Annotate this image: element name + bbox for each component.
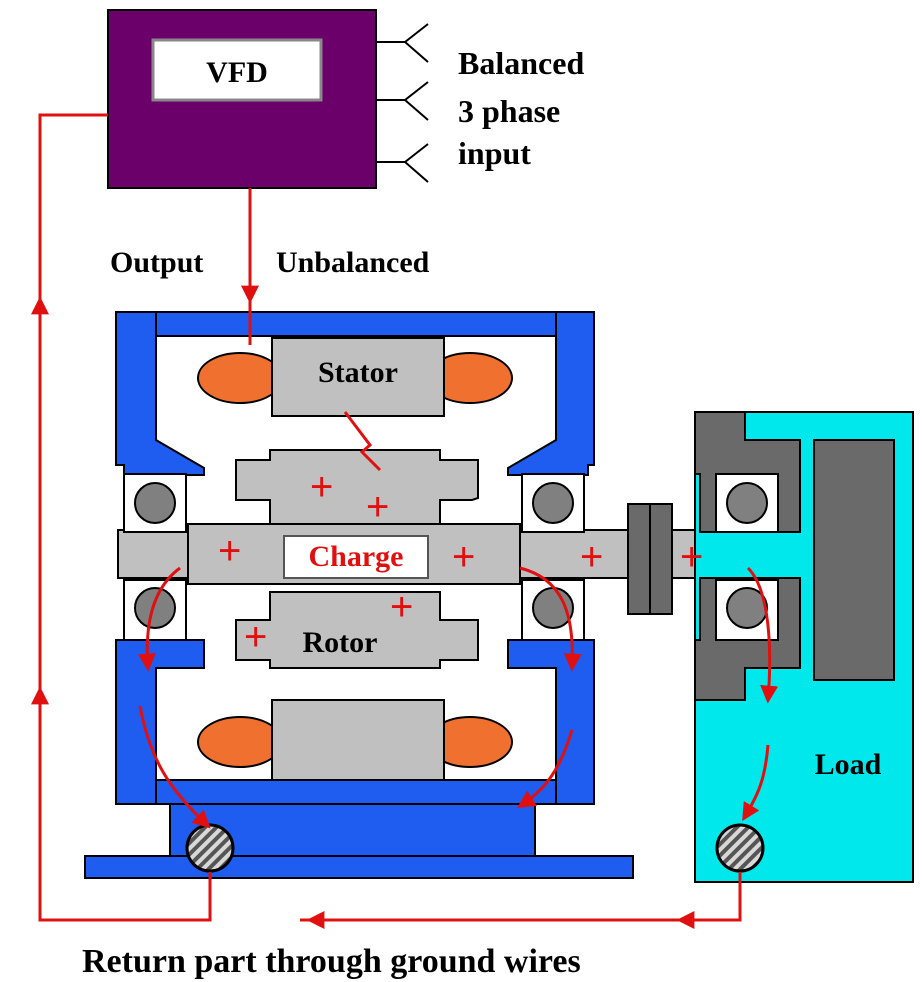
left-bracket-upper [115, 311, 205, 476]
ground-terminal-motor [185, 823, 235, 873]
charge-markers: + + + + + + + + [218, 465, 703, 659]
load-bearing-top [715, 473, 779, 533]
frame-top [149, 311, 561, 337]
rotor-assembly [235, 449, 479, 669]
coupling-spark [343, 411, 382, 472]
ground-terminal-icon [715, 823, 765, 873]
charge-plus-8: + [244, 615, 267, 659]
load-assembly: Load [694, 411, 914, 883]
vfd-label-box [151, 38, 323, 102]
stator-bottom [271, 699, 445, 781]
ground-terminal-load [715, 823, 765, 873]
charge-plus-6: + [680, 535, 703, 579]
charge-plus-1: + [310, 465, 333, 509]
charge-plus-2: + [366, 485, 389, 529]
ball-bearing-icon [134, 587, 176, 629]
bearing-right-bottom [521, 579, 585, 641]
charge-plus-4: + [452, 535, 475, 579]
unbalanced-label: Unbalanced [276, 246, 430, 279]
bearing-left-top [123, 473, 187, 533]
rotor-bottom [235, 591, 479, 669]
charge-plus-7: + [390, 585, 413, 629]
return-caption: Return part through ground wires [82, 943, 581, 980]
coupling-half-right [649, 503, 673, 615]
charge-label: Charge [309, 540, 404, 573]
frame-bottom [149, 779, 561, 805]
rotor-label: Rotor [303, 626, 378, 659]
input-label-line1: Balanced [458, 45, 584, 81]
left-bracket-lower [115, 639, 205, 805]
motor-bearings [123, 473, 585, 641]
return-loop [38, 113, 212, 922]
rotor-top [235, 449, 479, 529]
winding-bottom-left [197, 716, 283, 768]
coupling-half-left [627, 503, 651, 615]
current-paths [31, 113, 779, 929]
discharge-left-bearing [137, 566, 181, 672]
base-plate [84, 855, 634, 879]
charge-label-box [283, 535, 429, 579]
ball-bearing-icon [726, 587, 768, 629]
ball-bearing-icon [134, 482, 176, 524]
vfd-label: VFD [206, 56, 268, 89]
right-bracket-upper [507, 311, 595, 476]
load-rotor-block [813, 439, 895, 681]
shaft-coupling [627, 503, 673, 615]
discharge-left-frame [138, 705, 211, 829]
bearing-right-top [521, 473, 585, 533]
ground-terminal-icon [185, 823, 235, 873]
three-phase-input-leads [376, 23, 429, 183]
charge-plus-3: + [218, 529, 241, 573]
input-label-line2: 3 phase [458, 93, 560, 129]
discharge-right-bearing [519, 566, 582, 672]
winding-top-left [197, 352, 283, 404]
charge-plus-5: + [580, 535, 603, 579]
discharge-right-frame [516, 729, 574, 808]
ball-bearing-icon [726, 482, 768, 524]
stator-label: Stator [318, 356, 398, 389]
input-label-line3: input [458, 135, 531, 171]
stator-assembly: Stator [197, 337, 513, 781]
ground-wire-load [300, 872, 742, 922]
bearing-left-bottom [123, 579, 187, 641]
motor-base [84, 799, 634, 879]
output-label: Output [110, 246, 203, 279]
stator-top [271, 337, 445, 417]
ball-bearing-icon [532, 482, 574, 524]
vfd-unit: VFD [107, 9, 377, 189]
load-label: Load [815, 748, 882, 781]
motor-frame [115, 311, 595, 805]
discharge-load-frame [742, 744, 770, 822]
discharge-load-bearing [746, 566, 779, 704]
right-bracket-lower [507, 639, 595, 805]
